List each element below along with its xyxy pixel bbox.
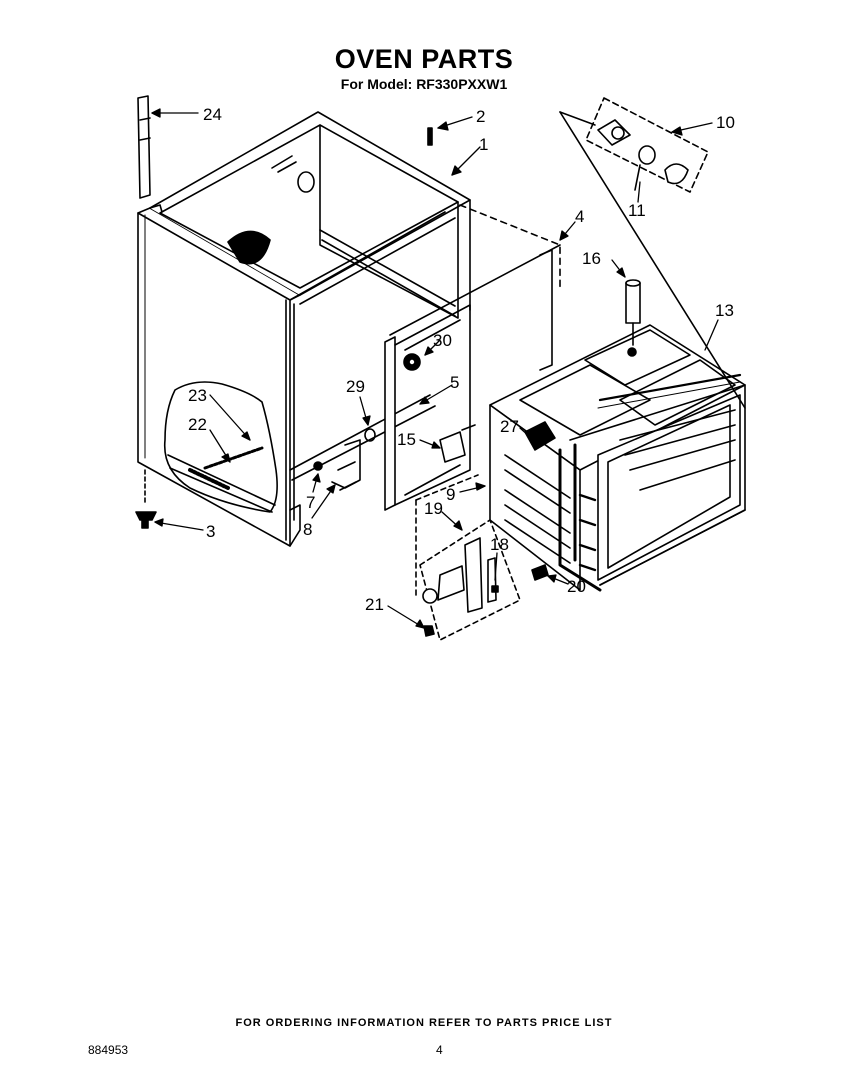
callout-16: 16 [582, 249, 601, 268]
callout-2: 2 [476, 107, 485, 126]
callout-20: 20 [567, 577, 586, 596]
page-number: 4 [436, 1043, 443, 1057]
callout-3: 3 [206, 522, 215, 541]
hinge-assembly-19 [415, 474, 521, 641]
callout-30: 30 [433, 331, 452, 350]
hinge-bracket-15 [439, 424, 476, 463]
socket-post-16 [625, 279, 641, 346]
cabinet-body [137, 111, 471, 547]
callout-22: 22 [188, 415, 207, 434]
bracket-8 [313, 439, 361, 491]
callout-11: 11 [628, 201, 646, 220]
leader-lines [151, 108, 719, 629]
callout-9: 9 [446, 485, 455, 504]
callout-21: 21 [365, 595, 384, 614]
front-frame-4 [384, 204, 561, 511]
oven-liner [489, 324, 746, 592]
page-title: OVEN PARTS [334, 44, 514, 74]
leveling-leg-3 [135, 469, 157, 529]
nut-21 [423, 625, 435, 637]
callout-29: 29 [346, 377, 365, 396]
trim-strip-24 [137, 95, 163, 213]
callout-27: 27 [500, 417, 519, 436]
callout-15: 15 [397, 430, 416, 449]
callout-5: 5 [450, 373, 459, 392]
light-assembly-10 [559, 97, 746, 409]
callout-8: 8 [303, 520, 312, 539]
callout-4: 4 [575, 207, 584, 226]
ordering-info-note: FOR ORDERING INFORMATION REFER TO PARTS … [235, 1017, 613, 1029]
clip-29 [364, 428, 376, 442]
callout-18: 18 [490, 535, 509, 554]
callout-7: 7 [306, 493, 315, 512]
callout-10: 10 [716, 113, 735, 132]
callout-13: 13 [715, 301, 734, 320]
screw-2 [427, 127, 433, 146]
callout-24: 24 [203, 105, 222, 124]
callout-23: 23 [188, 386, 207, 405]
callout-1: 1 [479, 135, 488, 154]
callout-labels: 1 2 3 4 5 7 8 9 10 11 13 15 16 18 19 20 … [188, 105, 735, 614]
screw-20 [531, 564, 549, 581]
callout-19: 19 [424, 499, 443, 518]
model-subtitle: For Model: RF330PXXW1 [340, 76, 508, 92]
document-number: 884953 [88, 1043, 129, 1057]
